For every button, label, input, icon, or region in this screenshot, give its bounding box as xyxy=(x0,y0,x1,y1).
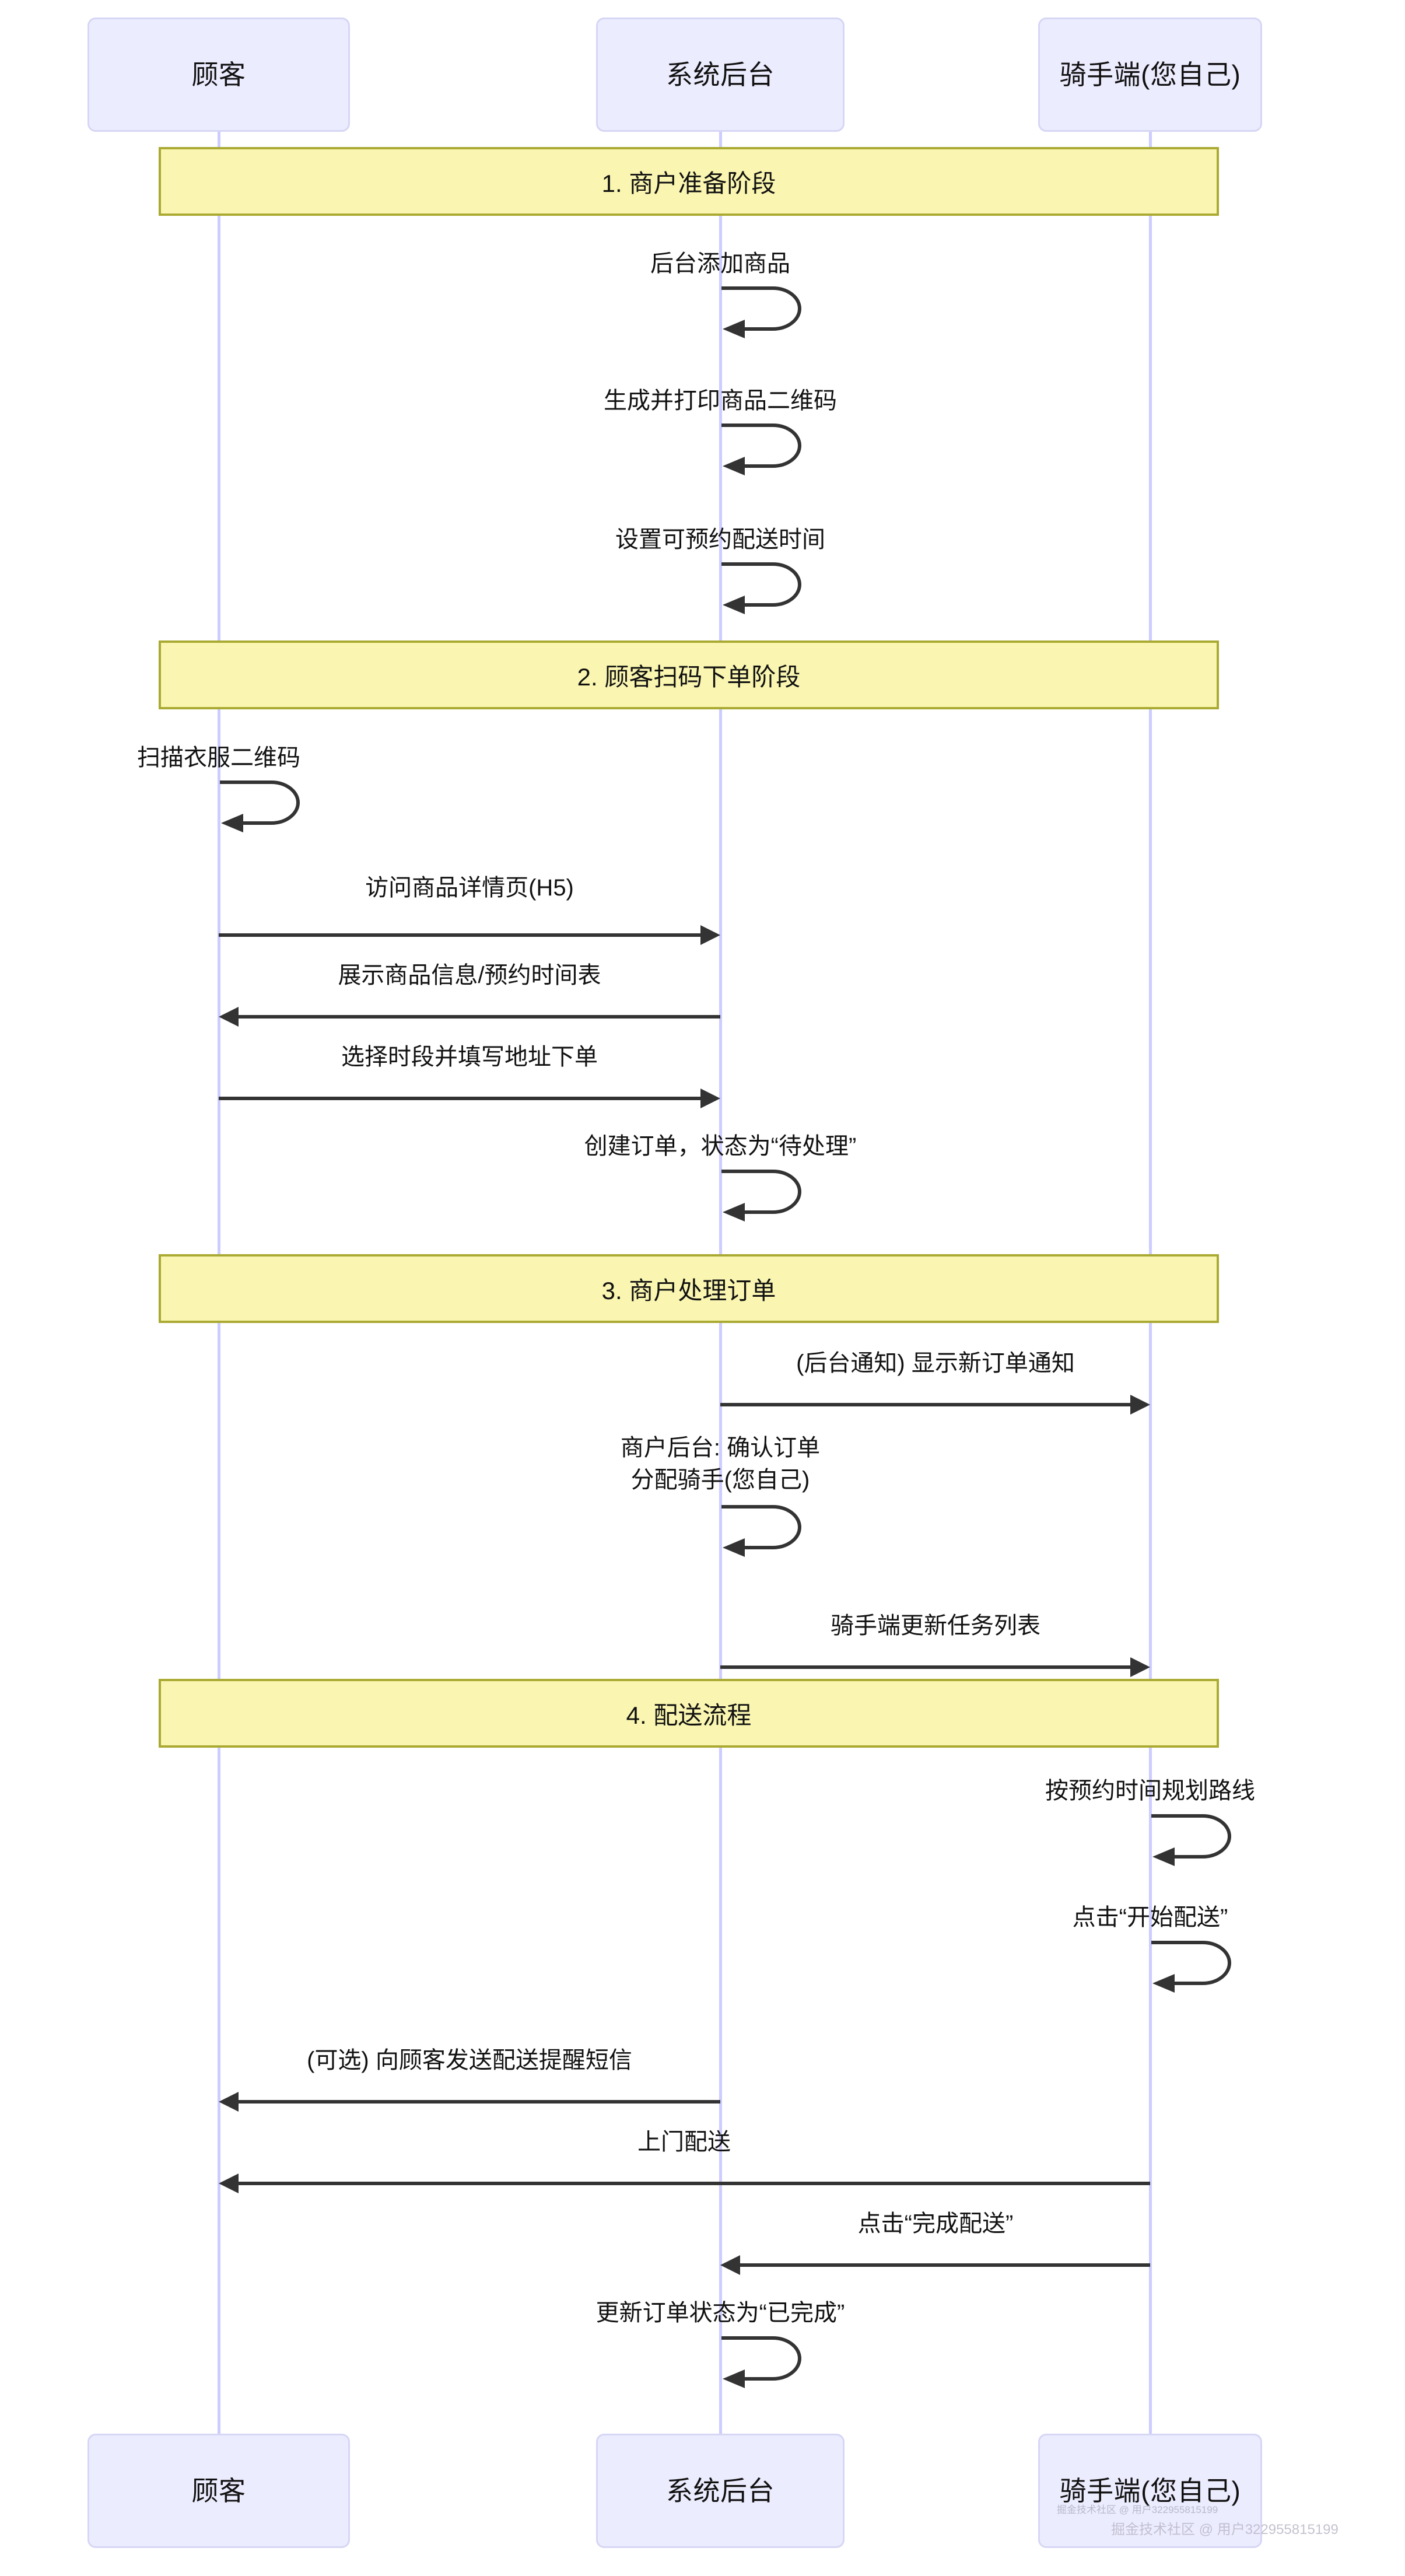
message-label-m10: 商户后台: 确认订单 分配骑手(您自己) xyxy=(620,1435,821,1493)
self-loop-m12 xyxy=(1149,1811,1242,1873)
message-label-m7: 选择时段并填写地址下单 xyxy=(341,1044,598,1070)
arrow-line-m6 xyxy=(239,1015,720,1019)
message-label-m16: 点击“完成配送” xyxy=(857,2211,1014,2236)
arrow-line-m5 xyxy=(219,933,700,937)
message-label-m14: (可选) 向顾客发送配送提醒短信 xyxy=(307,2048,632,2073)
arrow-head-m9 xyxy=(1130,1395,1150,1415)
arrow-head-m16 xyxy=(720,2255,740,2275)
actor-label-rider-bottom: 骑手端(您自己) xyxy=(1059,2475,1241,2506)
self-loop-m2 xyxy=(719,421,812,482)
self-loop-m3 xyxy=(719,559,812,621)
message-label-m3: 设置可预约配送时间 xyxy=(615,527,825,552)
phase-band-4: 4. 配送流程 xyxy=(159,1679,1219,1748)
self-loop-m8 xyxy=(719,1167,812,1228)
arrow-head-m14 xyxy=(219,2092,239,2112)
phase-band-3: 3. 商户处理订单 xyxy=(159,1254,1219,1323)
self-loop-m1 xyxy=(719,284,812,345)
message-label-m2: 生成并打印商品二维码 xyxy=(604,388,837,414)
message-label-m12: 按预约时间规划路线 xyxy=(1045,1778,1255,1804)
actor-label-system-bottom: 系统后台 xyxy=(666,2475,775,2506)
phase-label-4: 4. 配送流程 xyxy=(626,1701,752,1729)
message-label-m1: 后台添加商品 xyxy=(650,251,790,276)
message-label-m6: 展示商品信息/预约时间表 xyxy=(338,963,601,988)
message-label-m9: (后台通知) 显示新订单通知 xyxy=(796,1350,1075,1376)
phase-label-3: 3. 商户处理订单 xyxy=(601,1276,776,1304)
actor-label-customer-bottom: 顾客 xyxy=(191,2475,246,2506)
message-label-m5: 访问商品详情页(H5) xyxy=(365,875,574,901)
actor-box-rider-top[interactable]: 骑手端(您自己) xyxy=(1038,18,1262,132)
message-label-m4: 扫描衣服二维码 xyxy=(137,745,300,771)
arrow-head-m6 xyxy=(219,1007,239,1027)
self-loop-m10 xyxy=(719,1502,812,1563)
phase-label-1: 1. 商户准备阶段 xyxy=(601,169,776,197)
phase-band-1: 1. 商户准备阶段 xyxy=(159,147,1219,216)
arrow-head-m15 xyxy=(219,2174,239,2193)
arrow-line-m16 xyxy=(740,2263,1150,2267)
arrow-line-m14 xyxy=(239,2100,720,2104)
arrow-head-m11 xyxy=(1130,1657,1150,1677)
message-label-m8: 创建订单，状态为“待处理” xyxy=(584,1133,857,1159)
self-loop-m4 xyxy=(218,778,311,839)
actor-box-customer-bottom[interactable]: 顾客 xyxy=(87,2434,350,2548)
arrow-line-m7 xyxy=(219,1097,700,1100)
self-loop-m17 xyxy=(719,2333,812,2395)
actor-label-customer-top: 顾客 xyxy=(191,59,246,90)
message-label-m17: 更新订单状态为“已完成” xyxy=(595,2300,845,2326)
arrow-line-m15 xyxy=(239,2182,1150,2185)
arrow-line-m11 xyxy=(720,1665,1130,1669)
message-label-m13: 点击“开始配送” xyxy=(1072,1905,1228,1930)
message-label-m15: 上门配送 xyxy=(637,2129,731,2155)
phase-band-2: 2. 顾客扫码下单阶段 xyxy=(159,640,1219,709)
phase-label-2: 2. 顾客扫码下单阶段 xyxy=(577,663,801,691)
actor-box-customer-top[interactable]: 顾客 xyxy=(87,18,350,132)
arrow-head-m7 xyxy=(700,1088,720,1108)
arrow-head-m5 xyxy=(700,925,720,945)
actor-label-rider-top: 骑手端(您自己) xyxy=(1059,59,1241,90)
message-label-m11: 骑手端更新任务列表 xyxy=(831,1613,1040,1639)
actor-box-rider-bottom[interactable]: 骑手端(您自己) xyxy=(1038,2434,1262,2548)
arrow-line-m9 xyxy=(720,1403,1130,1406)
actor-box-system-top[interactable]: 系统后台 xyxy=(596,18,845,132)
actor-label-system-top: 系统后台 xyxy=(666,59,775,90)
self-loop-m13 xyxy=(1149,1938,1242,1999)
actor-box-system-bottom[interactable]: 系统后台 xyxy=(596,2434,845,2548)
